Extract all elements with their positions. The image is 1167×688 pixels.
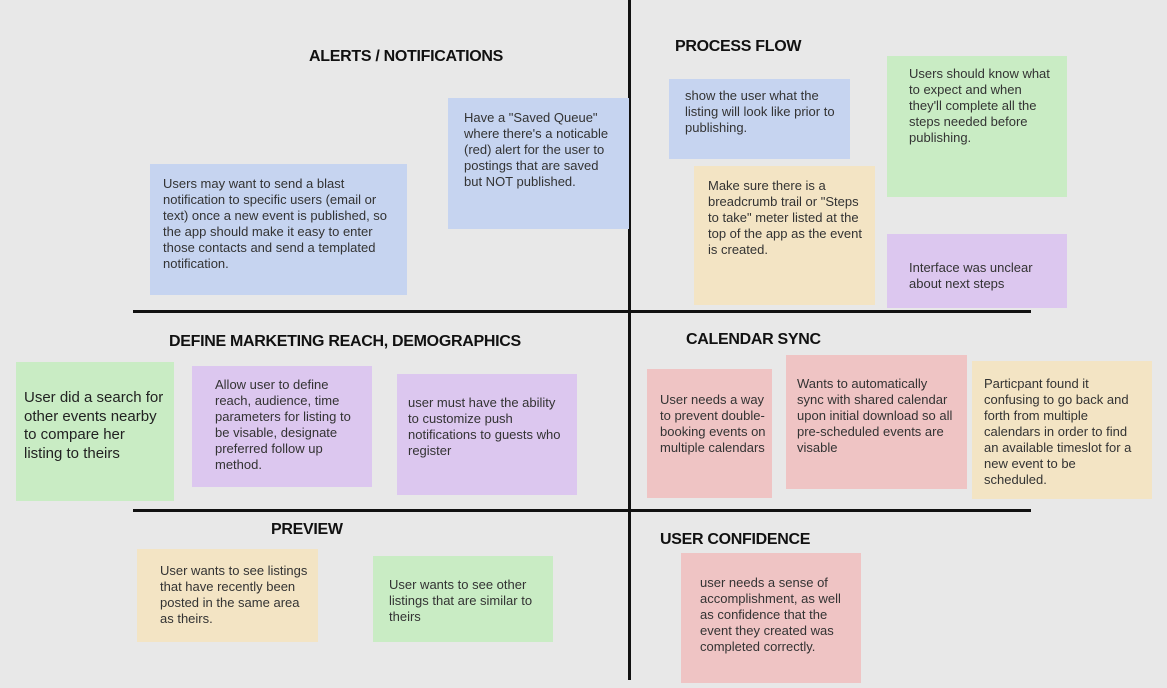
sticky-note-show-listing: show the user what the listing will look… bbox=[669, 79, 850, 159]
sticky-note-define-reach: Allow user to define reach, audience, ti… bbox=[192, 366, 372, 487]
sticky-note-accomplishment: user needs a sense of accomplishment, as… bbox=[681, 553, 861, 683]
heading-user-confidence: USER CONFIDENCE bbox=[660, 531, 811, 548]
sticky-note-push-notifications: user must have the ability to customize … bbox=[397, 374, 577, 495]
heading-calendar-sync: CALENDAR SYNC bbox=[686, 331, 821, 348]
sticky-note-saved-queue: Have a "Saved Queue" where there's a not… bbox=[448, 98, 629, 229]
sticky-note-auto-sync: Wants to automatically sync with shared … bbox=[786, 355, 967, 489]
heading-preview: PREVIEW bbox=[271, 521, 343, 538]
horizontal-divider-bottom bbox=[133, 509, 1031, 512]
horizontal-divider-top bbox=[133, 310, 1031, 313]
sticky-note-recent-listings: User wants to see listings that have rec… bbox=[137, 549, 318, 642]
sticky-note-breadcrumb-trail: Make sure there is a breadcrumb trail or… bbox=[694, 166, 875, 305]
sticky-note-confusing-calendars: Particpant found it confusing to go back… bbox=[972, 361, 1152, 499]
sticky-note-similar-listings: User wants to see other listings that ar… bbox=[373, 556, 553, 642]
sticky-note-interface-unclear: Interface was unclear about next steps bbox=[887, 234, 1067, 308]
heading-alerts-notifications: ALERTS / NOTIFICATIONS bbox=[309, 48, 503, 65]
heading-process-flow: PROCESS FLOW bbox=[675, 38, 802, 55]
sticky-note-search-events: User did a search for other events nearb… bbox=[16, 362, 174, 501]
sticky-note-double-booking: User needs a way to prevent double-booki… bbox=[647, 369, 772, 498]
heading-define-marketing: DEFINE MARKETING REACH, DEMOGRAPHICS bbox=[169, 333, 521, 350]
sticky-note-know-what-to-expect: Users should know what to expect and whe… bbox=[887, 56, 1067, 197]
vertical-divider bbox=[628, 0, 631, 680]
sticky-note-blast-notification: Users may want to send a blast notificat… bbox=[150, 164, 407, 295]
